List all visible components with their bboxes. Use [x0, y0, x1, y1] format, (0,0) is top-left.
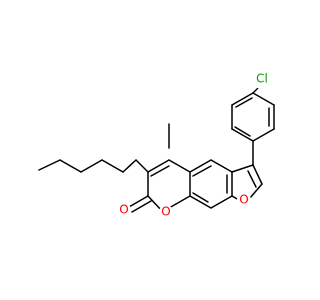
bond-phenyl-1-double	[234, 126, 251, 137]
carbonyl-oxygen-label: O	[119, 203, 128, 217]
pyranone-oxygen-label: O	[161, 205, 170, 219]
bond-furan-c3a-c3	[231, 164, 254, 173]
bond-phenyl-3-double	[235, 97, 253, 108]
bond-lines	[38, 83, 275, 213]
bond-furan-c2-o	[249, 183, 263, 199]
bond-pyranone-c6-c5-double	[150, 165, 170, 177]
bond-benzene-4	[210, 195, 233, 209]
bond-hexyl-to-ring	[135, 159, 149, 173]
bond-benzene-2	[210, 159, 233, 173]
bond-benzene-1-double	[192, 165, 212, 177]
furan-oxygen-label: O	[239, 193, 248, 207]
bond-hexyl-c4-c5	[101, 159, 124, 173]
bond-furan-c3-c2	[252, 164, 263, 185]
bond-phenyl-4	[252, 92, 275, 106]
bond-pyranone-c6-c5	[147, 159, 170, 173]
bond-pyranone-c5-c4a	[168, 159, 191, 173]
bond-benzene-1	[189, 159, 212, 173]
bond-hexyl-c3-c4	[80, 159, 103, 173]
mask-o-pyranone	[159, 205, 173, 219]
bond-phenyl-6	[252, 128, 275, 142]
bond-hexyl-c5-c6	[122, 159, 137, 173]
bond-hexyl-c1-c2	[38, 159, 61, 171]
bond-carbonyl	[128, 195, 149, 208]
chlorine-label: Cl	[256, 72, 268, 86]
bond-carbonyl-double	[131, 200, 152, 213]
bond-hexyl-c2-c3	[59, 159, 82, 173]
bond-benzene-5	[189, 195, 212, 209]
mask-o-furan	[237, 193, 251, 207]
molecule-svg: Cl O O O	[38, 69, 275, 219]
mask-o-carbonyl	[117, 203, 131, 217]
bond-phenyl-1	[231, 128, 254, 142]
bond-furan-c3-c2-double	[247, 170, 257, 188]
mask-cl	[252, 69, 272, 89]
bond-pyranone-c8a-o	[168, 195, 191, 209]
molecule-diagram: Cl O O O	[38, 69, 275, 219]
bond-phenyl-3	[231, 92, 254, 106]
bond-benzene-5-double	[192, 192, 209, 203]
